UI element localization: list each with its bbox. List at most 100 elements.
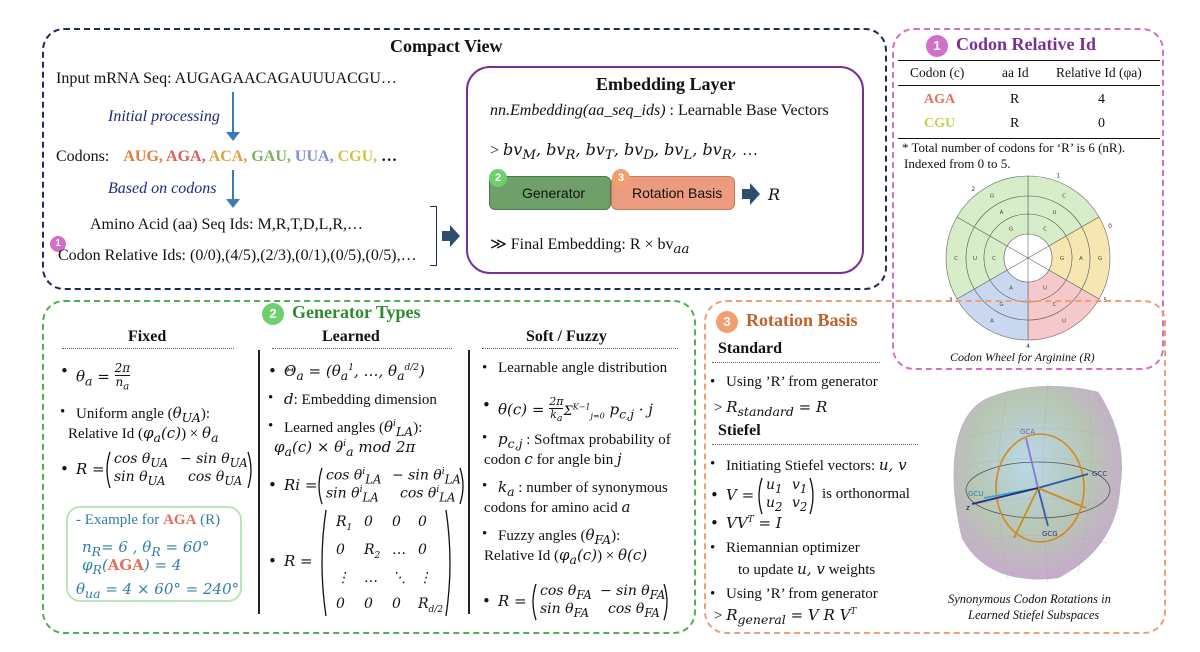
matrix-cell: 0 <box>336 542 345 558</box>
example-line1: nR= 6 , θR = 60° <box>82 538 210 559</box>
fixed-rule <box>62 348 234 349</box>
soft-b4b: codons for amino acid a <box>484 498 631 516</box>
wheel-letter: U <box>1062 318 1066 324</box>
col-rel: Relative Id (φa) <box>1056 65 1142 80</box>
learned-b5: R = <box>268 552 312 570</box>
learned-b1: Θa = (θa1, …, θad/2) <box>268 362 425 383</box>
soft-b3b: codon c for angle bin j <box>484 450 622 468</box>
base-vector: bvM, <box>503 140 547 164</box>
codon-token: CGU, <box>337 148 382 165</box>
bv-ellipsis: … <box>741 142 758 159</box>
matrix-cell: 0 <box>392 596 401 612</box>
wheel-letter: G <box>1060 256 1064 262</box>
soft-b1: Learnable angle distribution <box>482 360 667 377</box>
soft-b5: Fuzzy angles (θFA): <box>482 526 620 547</box>
input-mrna: Input mRNA Seq: AUGAGAACAGAUUUACGU… <box>56 70 397 87</box>
wheel-number: 4 <box>1026 343 1030 348</box>
sphere-label-gcg: GCG <box>1042 530 1058 538</box>
learned-rule <box>272 348 452 349</box>
relid-row: AGA R 4 <box>924 92 1105 107</box>
fixed-b3: R = <box>60 460 104 478</box>
rotation-box: Rotation Basis <box>611 176 735 210</box>
wheel-letter: C <box>1062 194 1066 200</box>
wheel-letter: G <box>1009 227 1013 233</box>
generator-box: Generator <box>489 176 611 210</box>
learned-header: Learned <box>322 328 380 345</box>
col-divider-1 <box>258 350 260 614</box>
generator-types-panel <box>42 300 696 634</box>
final-embedding: ≫ Final Embedding: R × bvaa <box>490 236 690 258</box>
compact-view-panel <box>42 28 887 290</box>
stiefel-b1: Initiating Stiefel vectors: u, v <box>710 456 907 475</box>
matrix-cell: ⋱ <box>392 570 406 586</box>
base-vectors-line: > bvM, bvR, bvT, bvD, bvL, bvR, … <box>490 140 758 163</box>
matrix-cell: R1 <box>336 514 353 533</box>
sphere-label-z: z <box>966 504 970 512</box>
stiefel-b2b: is orthonormal <box>822 486 910 502</box>
matrix-cell: 0 <box>364 596 373 612</box>
col-codon: Codon (c) <box>910 65 965 80</box>
codons-row: Codons: AUG, AGA, ACA, GAU, UUA, CGU, … <box>56 148 397 166</box>
rot-header: 3 Rotation Basis <box>716 310 858 333</box>
matrix-cell: Rd/2 <box>418 596 444 615</box>
relid-table: Codon (c) aa Id Relative Id (φa) AGA R 4… <box>898 60 1160 139</box>
wheel-number: 1 <box>1056 172 1060 179</box>
wheel-letter: C <box>1043 227 1047 233</box>
matrix-cell: … <box>364 570 378 586</box>
stiefel-b3: VVT = I <box>710 514 782 532</box>
example-box <box>66 506 242 602</box>
stiefel-b5: Using ’R’ from generator <box>710 586 878 603</box>
example-line2: φR(AGA) = 4 <box>82 556 182 577</box>
aa-seq-ids: Amino Acid (aa) Seq Ids: M,R,T,D,L,R,… <box>90 216 364 233</box>
example-title: - Example for AGA (R) <box>76 512 221 528</box>
col-aa: aa Id <box>1002 65 1029 80</box>
sphere-label-gca: GCA <box>1020 428 1035 436</box>
base-vector: bvD, <box>623 140 665 164</box>
matrix-cell: 0 <box>364 514 373 530</box>
codon-relative-ids: Codon Relative Ids: (0/0),(4/5),(2/3),(0… <box>58 247 417 264</box>
embedding-line1: nn.Embedding(aa_seq_ids) : Learnable Bas… <box>490 102 829 119</box>
wheel-letter: C <box>954 256 958 262</box>
soft-rule <box>482 348 678 349</box>
wheel-spoke <box>1027 245 1049 259</box>
bv-prefix: > <box>490 142 504 159</box>
wheel-letter: U <box>1052 210 1056 216</box>
rot-badge: 3 <box>612 168 630 187</box>
matrix-cell: 0 <box>392 514 401 530</box>
sphere-caption-2: Learned Stiefel Subspaces <box>968 608 1100 622</box>
codon-token: AGA, <box>166 148 209 165</box>
rotation-r: R <box>768 185 781 204</box>
based-on-codons-label: Based on codons <box>108 180 217 197</box>
arrow-head-2 <box>226 199 240 208</box>
codon-token: GAU, <box>251 148 295 165</box>
wheel-letter: A <box>1000 210 1004 216</box>
stiefel-b4: Riemannian optimizer <box>710 540 860 557</box>
right-arrow-icon <box>442 225 460 247</box>
standard-rule <box>712 362 880 363</box>
soft-b6: R = <box>482 592 526 610</box>
soft-b3: pc,j : Softmax probability of <box>482 430 671 451</box>
fixed-b2: Uniform angle (θUA): <box>60 404 210 425</box>
gen-header: 2 Generator Types <box>262 302 421 325</box>
wheel-letter: G <box>999 302 1003 308</box>
compact-view-title: Compact View <box>390 36 503 56</box>
stiefel-rule <box>712 444 918 445</box>
gen-badge: 2 <box>489 168 507 187</box>
stiefel-b4b: to update u, v weights <box>738 560 876 578</box>
matrix-cell: ⋮ <box>418 570 432 586</box>
badge-1-compact: 1 <box>50 233 66 252</box>
sphere-caption-1: Synonymous Codon Rotations in <box>948 592 1111 606</box>
relid-header: 1 Codon Relative Id <box>926 34 1096 57</box>
codons-label: Codons: <box>56 148 110 165</box>
codon-token: UUA, <box>294 148 338 165</box>
wheel-letter: A <box>990 318 994 324</box>
wheel-letter: G <box>990 194 994 200</box>
relid-note2: Indexed from 0 to 5. <box>904 156 1011 171</box>
learned-b3: Learned angles (θiLA): <box>268 418 422 439</box>
wheel-letter: G <box>1098 256 1102 262</box>
codon-list: AUG, AGA, ACA, GAU, UUA, CGU, <box>123 148 381 165</box>
wheel-letter: U <box>1043 285 1047 291</box>
